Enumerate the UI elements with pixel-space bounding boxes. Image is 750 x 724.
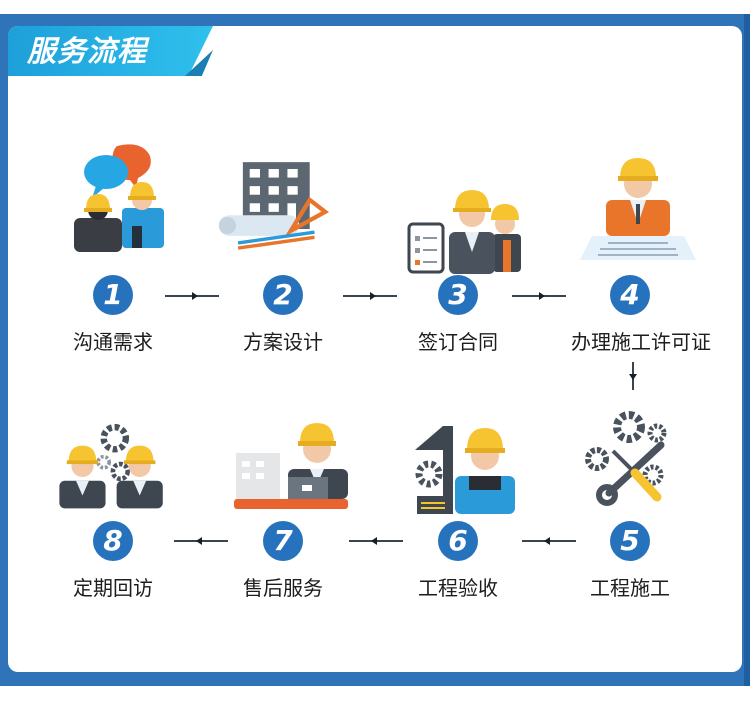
contract-signing-icon bbox=[407, 190, 521, 274]
step-2-label: 方案设计 bbox=[243, 330, 323, 354]
step-5-label: 工程施工 bbox=[590, 576, 670, 600]
arrow-5-to-6 bbox=[522, 537, 576, 545]
building-blueprint-icon bbox=[218, 162, 330, 250]
step-4-number: 4 bbox=[610, 275, 650, 315]
step-7-number: 7 bbox=[263, 521, 303, 561]
step-1-number: 1 bbox=[93, 275, 133, 315]
arrow-1-to-2 bbox=[165, 292, 219, 300]
step-3-label: 签订合同 bbox=[418, 330, 498, 354]
arrow-2-to-3 bbox=[343, 292, 397, 300]
step-5-number: 5 bbox=[610, 521, 650, 561]
arrow-7-to-8 bbox=[174, 537, 228, 545]
title-banner bbox=[8, 26, 213, 76]
arrow-4-to-5 bbox=[629, 362, 637, 390]
step-1-label: 沟通需求 bbox=[73, 330, 153, 354]
step-7-label: 售后服务 bbox=[243, 576, 323, 600]
inspection-worker-icon bbox=[415, 426, 515, 514]
step-8-number: 8 bbox=[93, 521, 133, 561]
tools-gears-icon bbox=[585, 411, 667, 506]
step-3-number: 3 bbox=[438, 275, 478, 315]
step-4-label: 办理施工许可证 bbox=[571, 330, 711, 354]
after-sales-laptop-icon bbox=[234, 423, 348, 509]
page-title: 服务流程 bbox=[27, 34, 148, 68]
workers-chat-icon bbox=[74, 144, 164, 252]
content-panel bbox=[8, 26, 742, 672]
arrow-6-to-7 bbox=[349, 537, 403, 545]
permit-document-icon bbox=[580, 158, 696, 260]
frame-edge bbox=[744, 14, 750, 686]
step-8-label: 定期回访 bbox=[73, 576, 153, 600]
arrow-3-to-4 bbox=[512, 292, 566, 300]
step-6-number: 6 bbox=[438, 521, 478, 561]
step-6-label: 工程验收 bbox=[418, 576, 498, 600]
follow-up-team-icon bbox=[59, 423, 163, 509]
step-2-number: 2 bbox=[263, 275, 303, 315]
